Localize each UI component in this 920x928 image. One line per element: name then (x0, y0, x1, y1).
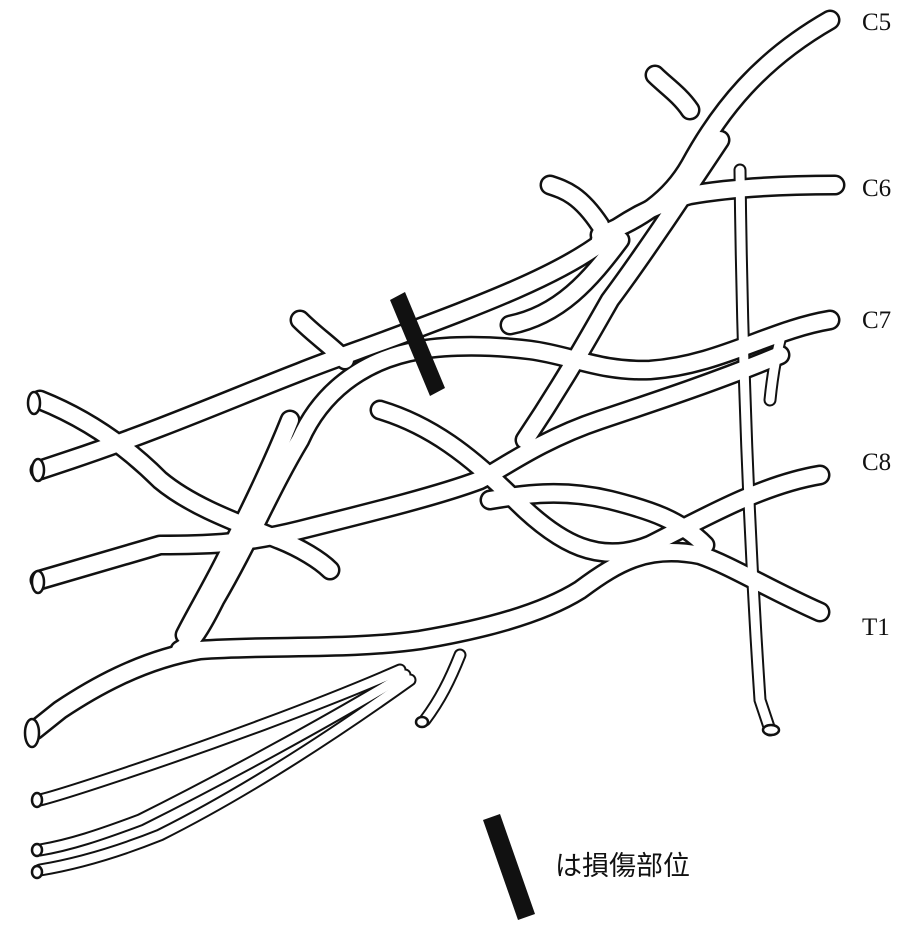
cut-end-3 (30, 569, 46, 595)
root-labels: C5 C6 C7 C8 T1 (862, 9, 891, 641)
legend: は損傷部位 (483, 814, 690, 920)
legend-text: は損傷部位 (555, 851, 690, 882)
cut-end-8 (414, 715, 430, 729)
cut-end-4 (23, 717, 41, 749)
cut-end-1 (26, 390, 42, 416)
nerve-cut-ends (23, 390, 781, 880)
cut-end-6 (30, 842, 44, 858)
legend-injury-marker (483, 814, 535, 920)
cut-end-5 (30, 791, 44, 809)
root-label-t1: T1 (862, 614, 890, 641)
nerve-fills (27, 12, 843, 875)
root-label-c8: C8 (862, 449, 891, 476)
root-label-c6: C6 (862, 175, 891, 202)
cut-end-9 (761, 723, 781, 737)
injury-site-marker (390, 292, 445, 396)
cut-end-2 (30, 457, 46, 483)
root-label-c5: C5 (862, 9, 891, 36)
cut-end-7 (30, 864, 44, 880)
root-label-c7: C7 (862, 307, 891, 334)
